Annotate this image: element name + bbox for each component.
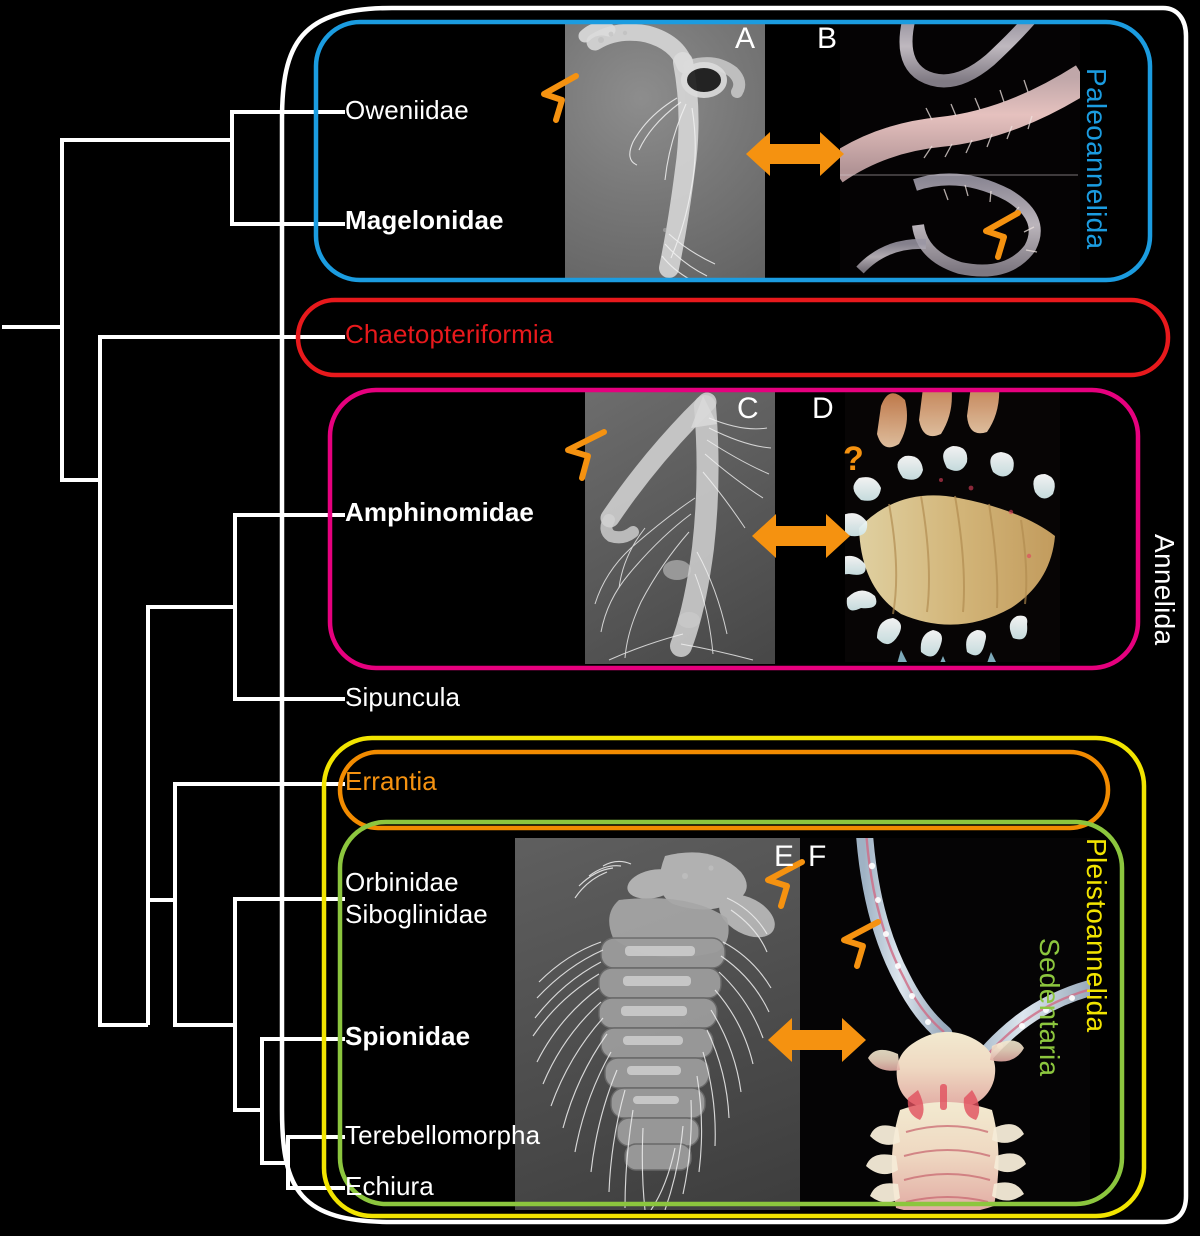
tip-label-sipuncula: Sipuncula bbox=[345, 682, 461, 712]
panel-b-image bbox=[840, 20, 1080, 285]
tip-label-magelonidae: Magelonidae bbox=[345, 205, 504, 235]
branch-sed-lower bbox=[233, 1025, 262, 1112]
tip-label-errantia: Errantia bbox=[345, 766, 437, 796]
tip-label-terebellomorpha: Terebellomorpha bbox=[345, 1120, 541, 1150]
panel-caption-e: E bbox=[774, 840, 795, 873]
branch-errantia bbox=[173, 782, 345, 900]
cladogram-tree bbox=[2, 110, 345, 1190]
tip-label-chaetopteriformia: Chaetopteriformia bbox=[345, 319, 554, 349]
clade-label-annelida: Annelida bbox=[1149, 534, 1180, 646]
clade-label-paleoannelida: Paleoannelida bbox=[1081, 68, 1112, 250]
branch-sipuncula bbox=[233, 607, 345, 701]
errantia-box bbox=[337, 749, 1111, 831]
clade-label-pleistoannelida: Pleistoannelida bbox=[1081, 838, 1112, 1033]
branch-paleo-stem bbox=[60, 138, 232, 327]
tip-label-orbinidae: Orbinidae bbox=[345, 867, 459, 897]
branch-chaetopteriformia bbox=[98, 335, 345, 480]
branch-amphinomidae bbox=[233, 513, 345, 607]
panel-caption-c: C bbox=[737, 392, 759, 425]
branch-terebellomorpha bbox=[286, 1135, 345, 1163]
tip-label-oweniidae: Oweniidae bbox=[345, 95, 469, 125]
branch-tere-echi-stem bbox=[260, 1110, 288, 1165]
branch-lower-stem bbox=[98, 480, 148, 1027]
panel-caption-d: D bbox=[812, 392, 834, 425]
branch-spionidae bbox=[260, 1037, 345, 1110]
clade-label-sedentaria: Sedentaria bbox=[1034, 938, 1065, 1077]
panel-caption-b: B bbox=[817, 22, 838, 55]
panel-d-image bbox=[845, 392, 1060, 662]
panel-caption-f: F bbox=[808, 840, 827, 873]
branch-oweniidae bbox=[230, 110, 345, 140]
branch-amph-sip-stem bbox=[146, 605, 235, 1025]
branch-rest-stem bbox=[60, 327, 100, 482]
branch-magelonidae bbox=[230, 140, 345, 226]
panel-a-image bbox=[565, 20, 765, 281]
tip-label-siboglinidae: Siboglinidae bbox=[345, 899, 488, 929]
branch-sedentaria-stem bbox=[173, 900, 235, 1027]
branch-echiura bbox=[286, 1163, 345, 1190]
panel-caption-a: A bbox=[735, 22, 756, 55]
panel-c-image bbox=[585, 388, 775, 664]
tip-label-amphinomidae: Amphinomidae bbox=[345, 497, 534, 527]
question-mark-annotation: ? bbox=[843, 440, 864, 478]
branch-orbinidae-siboglinidae bbox=[233, 897, 345, 1025]
tip-label-spionidae: Spionidae bbox=[345, 1021, 471, 1051]
panel-e-image bbox=[515, 838, 800, 1210]
tip-label-echiura: Echiura bbox=[345, 1171, 434, 1201]
